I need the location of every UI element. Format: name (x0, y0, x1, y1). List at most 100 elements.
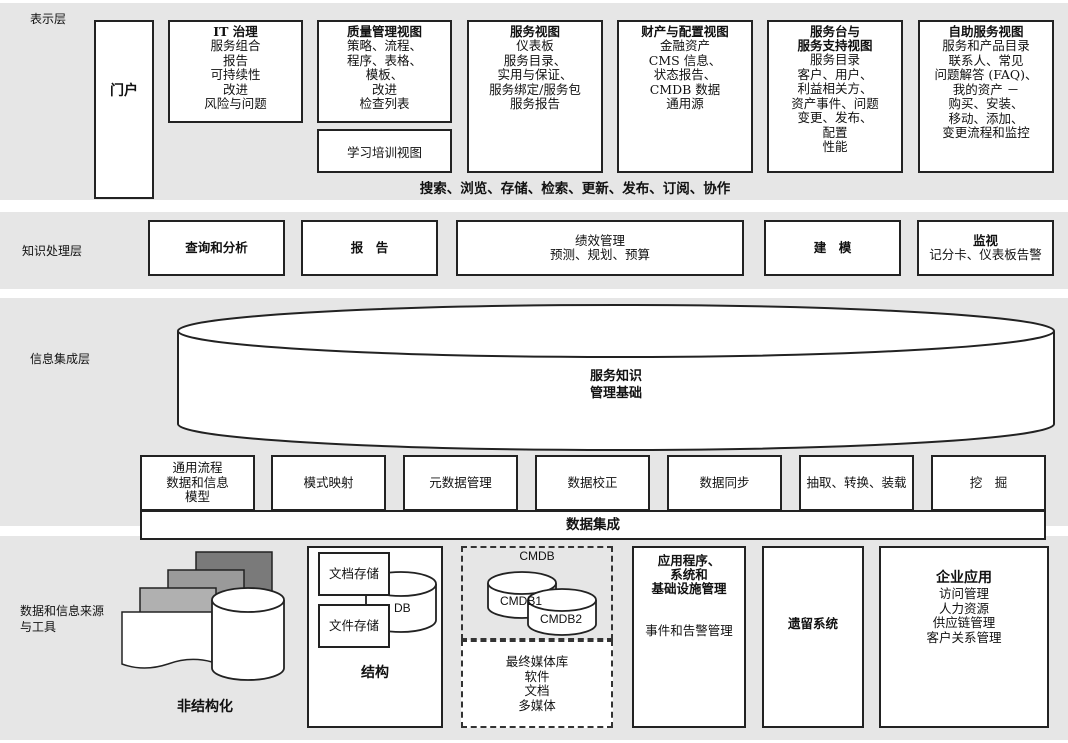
integration-layer-label: 信息集成层 (30, 352, 91, 366)
monitoring-title: 监视 (972, 232, 998, 248)
service-view-item: 服务报告 (509, 96, 560, 111)
quality-view-item: 程序、表格、 (346, 52, 422, 68)
self-service-view-title: 自助服务视图 (948, 24, 1024, 39)
service-desk-view-item: 服务目录 (809, 52, 860, 67)
service-desk-view-item: 利益相关方、 (797, 81, 873, 96)
dml-item: 多媒体 (518, 697, 556, 713)
data-reconciliation-label: 数据校正 (567, 474, 618, 490)
cmdb-group (461, 546, 613, 640)
doc-store-box: 文档存储 (318, 552, 390, 596)
metadata-mgmt-box: 元数据管理 (403, 455, 518, 511)
quality-view-box: 质量管理视图 策略、流程、 程序、表格、 模板、 改进 检查列表 (317, 20, 452, 123)
service-view-box: 服务视图 仪表板 服务目录、 实用与保证、 服务绑定/服务包 服务报告 (467, 20, 603, 173)
performance-mgmt-sub: 预测、规划、预算 (549, 247, 650, 262)
apps-infra-title: 基础设施管理 (651, 581, 727, 596)
enterprise-apps-box: 企业应用 访问管理 人力资源 供应链管理 客户关系管理 (879, 546, 1049, 728)
self-service-view-item: 服务和产品目录 (942, 38, 1030, 53)
mining-box: 挖 掘 (931, 455, 1046, 511)
file-store-label: 文件存储 (328, 617, 379, 633)
legacy-systems-box: 遗留系统 (762, 546, 864, 728)
it-governance-item: 报告 (222, 52, 248, 68)
enterprise-apps-item: 访问管理 (938, 586, 989, 601)
presentation-actions: 搜索、浏览、存储、检索、更新、发布、订阅、协作 (419, 181, 731, 197)
training-view-label: 学习培训视图 (346, 144, 422, 160)
service-view-item: 仪表板 (516, 38, 554, 53)
service-view-item: 实用与保证、 (497, 67, 573, 82)
asset-view-item: 通用源 (666, 96, 704, 111)
skms-label: 服务知识 管理基础 (516, 368, 716, 402)
quality-view-title: 质量管理视图 (346, 24, 422, 39)
service-desk-view-box: 服务台与 服务支持视图 服务目录 客户、用户、 利益相关方、 资产事件、问题 变… (767, 20, 903, 173)
quality-view-item: 检查列表 (359, 96, 410, 111)
self-service-view-item: 联系人、常见 (948, 52, 1024, 68)
apps-infra-box: 应用程序、 系统和 基础设施管理 事件和告警管理 (632, 546, 746, 728)
service-view-title: 服务视图 (509, 24, 560, 39)
common-model-line: 数据和信息 (166, 474, 229, 490)
portal-box: 门户 (94, 20, 154, 199)
skms-label-line1: 服务知识 (589, 369, 642, 384)
it-governance-title: IT 治理 (213, 24, 258, 39)
report-box: 报 告 (301, 220, 438, 276)
cmdb1-label: CMDB1 (500, 594, 543, 608)
skms-label-line2: 管理基础 (589, 386, 642, 401)
performance-mgmt-box: 绩效管理 预测、规划、预算 (456, 220, 744, 276)
apps-infra-title: 系统和 (670, 567, 708, 582)
portal-label: 门户 (110, 83, 138, 99)
file-store-box: 文件存储 (318, 604, 390, 648)
common-model-line: 通用流程 (172, 460, 223, 476)
dml-title: 最终媒体库 (505, 654, 569, 669)
enterprise-apps-item: 人力资源 (938, 600, 989, 616)
performance-mgmt-title: 绩效管理 (574, 232, 625, 248)
data-integration-label: 数据集成 (566, 517, 620, 533)
self-service-view-item: 购买、安装、 (948, 96, 1024, 111)
service-desk-view-item: 配置 (822, 124, 848, 140)
service-desk-view-item: 客户、用户、 (797, 66, 873, 82)
sources-layer-label: 数据和信息来源 与工具 (20, 603, 104, 635)
asset-view-item: CMDB 数据 (649, 81, 721, 97)
data-reconciliation-box: 数据校正 (535, 455, 650, 511)
sources-label-line1: 数据和信息来源 (20, 604, 105, 618)
cmdb-group-label: CMDB (519, 549, 555, 563)
modeling-box: 建 模 (764, 220, 901, 276)
common-model-line: 模型 (184, 489, 210, 505)
metadata-mgmt-label: 元数据管理 (429, 474, 492, 490)
data-integration-bar: 数据集成 (140, 510, 1046, 540)
apps-infra-sub: 事件和告警管理 (645, 623, 733, 638)
mining-label: 挖 掘 (969, 474, 1008, 490)
monitoring-sub: 记分卡、仪表板告警 (929, 246, 1042, 262)
self-service-view-box: 自助服务视图 服务和产品目录 联系人、常见 问题解答 (FAQ)、 我的资产 －… (918, 20, 1054, 173)
quality-view-item: 模板、 (365, 67, 404, 82)
sources-label-line2: 与工具 (20, 620, 57, 634)
it-governance-item: 服务组合 (210, 38, 261, 53)
it-governance-item: 改进 (222, 81, 248, 97)
data-sync-box: 数据同步 (667, 455, 782, 511)
modeling-label: 建 模 (813, 240, 852, 255)
service-view-item: 服务目录、 (503, 52, 567, 68)
service-view-item: 服务绑定/服务包 (489, 81, 581, 97)
service-desk-view-item: 变更、发布、 (797, 110, 873, 125)
doc-store-label: 文档存储 (328, 565, 379, 581)
service-desk-view-title2: 服务支持视图 (797, 38, 873, 53)
asset-view-item: CMS 信息、 (648, 52, 722, 68)
self-service-view-item: 问题解答 (FAQ)、 (934, 67, 1038, 82)
monitoring-box: 监视 记分卡、仪表板告警 (917, 220, 1054, 276)
cmdb2-label: CMDB2 (540, 612, 583, 626)
service-desk-view-item: 资产事件、问题 (791, 95, 879, 111)
structured-db-label: DB (394, 601, 411, 615)
unstructured-label: 非结构化 (177, 699, 233, 715)
common-model-box: 通用流程 数据和信息 模型 (140, 455, 255, 511)
apps-infra-title: 应用程序、 (657, 553, 721, 568)
dml-box: 最终媒体库 软件 文档 多媒体 (461, 640, 613, 728)
presentation-layer-label: 表示层 (30, 12, 67, 26)
schema-mapping-label: 模式映射 (303, 474, 354, 490)
report-label: 报 告 (350, 240, 389, 255)
asset-view-item: 金融资产 (659, 38, 710, 53)
data-sync-label: 数据同步 (699, 474, 750, 490)
quality-view-item: 改进 (371, 81, 397, 97)
etl-box: 抽取、转换、装载 (799, 455, 914, 511)
enterprise-apps-title: 企业应用 (936, 570, 992, 586)
etl-label: 抽取、转换、装载 (806, 474, 907, 490)
it-governance-box: IT 治理 服务组合 报告 可持续性 改进 风险与问题 (168, 20, 303, 123)
quality-view-item: 策略、流程、 (346, 38, 422, 53)
self-service-view-item: 我的资产 － (952, 81, 1020, 97)
